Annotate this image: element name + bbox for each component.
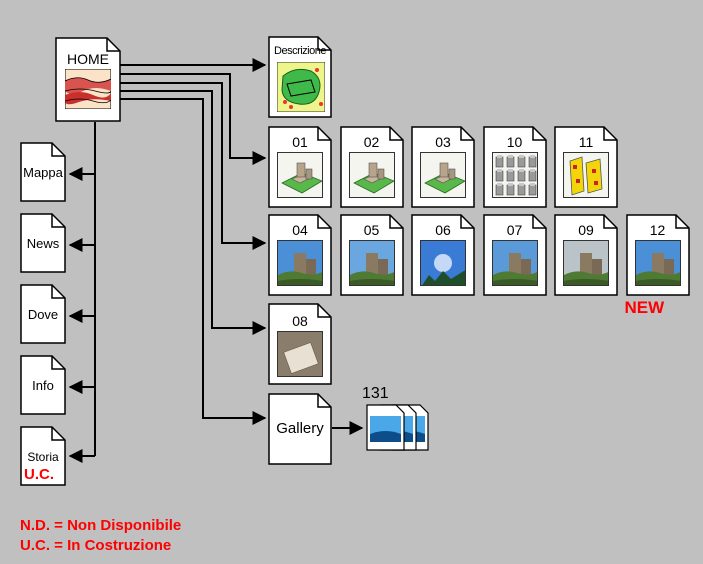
photo-icon	[491, 240, 538, 286]
page-05-icon[interactable]: 05	[339, 214, 404, 296]
page-label: 06	[435, 222, 451, 238]
left-page-dove-icon[interactable]: Dove	[20, 284, 66, 344]
descrizione-label: Descrizione	[274, 45, 326, 57]
page-03-icon[interactable]: 03	[411, 126, 475, 208]
page-08-icon[interactable]: 08	[268, 303, 332, 385]
page-label: 12	[649, 222, 666, 238]
page-label: 10	[506, 134, 523, 150]
site-map-icon	[277, 62, 325, 112]
legend-nd: N.D. = Non Disponibile	[20, 517, 182, 534]
left-page-label: Info	[32, 378, 54, 393]
page-01-icon[interactable]: 01	[268, 126, 332, 208]
page-08-label: 08	[292, 313, 308, 329]
gallery-photo-stack[interactable]	[366, 404, 432, 454]
left-page-info-icon[interactable]: Info	[20, 355, 66, 415]
page-label: 04	[292, 222, 308, 238]
under-construction-note: U.C.	[24, 466, 54, 483]
photo-icon	[634, 240, 681, 286]
page-07-icon[interactable]: 07	[482, 214, 547, 296]
page-02-icon[interactable]: 02	[339, 126, 404, 208]
page-label: 09	[578, 222, 594, 238]
page-09-icon[interactable]: 09	[554, 214, 618, 296]
left-page-label: Mappa	[23, 165, 63, 180]
stone-plaque-icon	[277, 331, 323, 377]
page-11-icon[interactable]: 11	[554, 126, 618, 208]
page-label: 07	[506, 222, 523, 238]
left-page-label: Dove	[27, 307, 59, 322]
page-12-icon[interactable]: 12	[625, 214, 690, 296]
page-06-icon[interactable]: 06	[411, 214, 475, 296]
page-04-icon[interactable]: 04	[268, 214, 332, 296]
legend-uc: U.C. = In Costruzione	[20, 537, 172, 554]
home-label: HOME	[67, 51, 109, 67]
page-label: 05	[363, 222, 380, 238]
left-page-label: Storia	[27, 450, 59, 464]
home-page-icon[interactable]: HOME	[55, 37, 121, 122]
photo-icon	[348, 240, 395, 286]
page-label: 03	[435, 134, 451, 150]
page-10-icon[interactable]: 10	[482, 126, 547, 208]
page-label: 02	[363, 134, 380, 150]
home-logo-icon	[65, 69, 111, 109]
page-label: 11	[578, 134, 594, 150]
page-label: 01	[292, 134, 308, 150]
photo-icon	[277, 240, 323, 286]
photo-sky-icon	[420, 240, 466, 286]
new-badge: NEW	[624, 298, 665, 317]
descrizione-page-icon[interactable]: Descrizione	[268, 36, 332, 118]
model-grid-icon	[491, 152, 538, 198]
model-yellow-icon	[563, 152, 609, 198]
model-3d-icon	[420, 152, 466, 198]
left-page-news-icon[interactable]: News	[20, 213, 66, 273]
model-3d-icon	[277, 152, 323, 198]
gallery-page-icon[interactable]: Gallery	[268, 393, 332, 465]
gallery-count: 131	[362, 385, 389, 402]
photo-icon	[563, 240, 609, 286]
gallery-label: Gallery	[276, 420, 324, 437]
left-page-label: News	[26, 236, 60, 251]
model-3d-icon	[348, 152, 395, 198]
left-page-mappa-icon[interactable]: Mappa	[20, 142, 66, 202]
